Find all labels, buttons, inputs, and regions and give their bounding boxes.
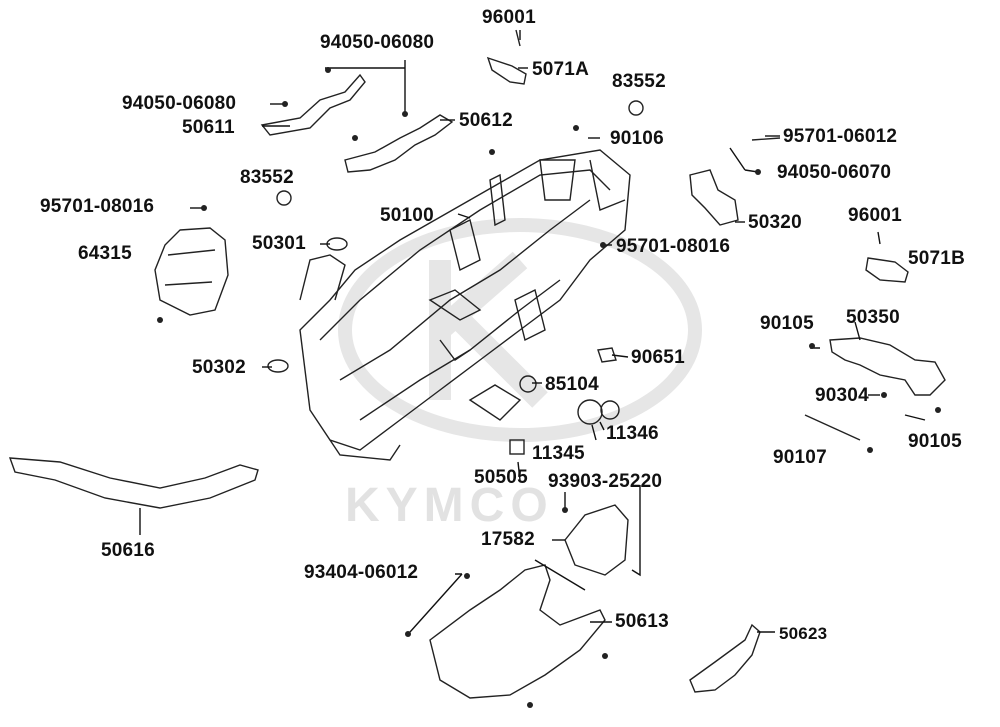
bracket-5071B (865, 257, 909, 283)
label-90105-bottom: 90105 (908, 431, 962, 452)
panel-50623 (689, 623, 761, 693)
label-94050-06080-left: 94050-06080 (122, 93, 237, 114)
ring-11345 (600, 400, 620, 420)
label-17582: 17582 (481, 529, 535, 550)
label-94050-06070: 94050-06070 (777, 162, 892, 183)
grommet-50302 (267, 359, 289, 373)
label-5071A: 5071A (532, 59, 589, 80)
part-85104 (519, 375, 537, 393)
label-50320: 50320 (748, 212, 802, 233)
carrier-64315 (154, 227, 229, 316)
guard-50616 (8, 457, 259, 509)
label-90105-top: 90105 (760, 313, 814, 334)
label-94050-06080-top: 94050-06080 (320, 32, 435, 53)
label-50611: 50611 (182, 117, 235, 138)
bracket-5071A (486, 56, 527, 85)
label-93404-06012: 93404-06012 (304, 562, 419, 583)
label-90106: 90106 (610, 128, 664, 149)
grommet-83552-top (628, 100, 644, 116)
label-50350: 50350 (846, 307, 900, 328)
label-90304: 90304 (815, 385, 869, 406)
label-50302: 50302 (192, 357, 246, 378)
label-11346: 11346 (606, 423, 659, 444)
kymco-watermark: KYMCO (345, 479, 554, 532)
stand-50350 (829, 337, 946, 396)
label-50100: 50100 (380, 205, 434, 226)
label-90107: 90107 (773, 447, 827, 468)
label-50505: 50505 (474, 467, 528, 488)
clip-90651 (597, 347, 617, 363)
label-95701-06012: 95701-06012 (783, 126, 898, 147)
label-83552-top: 83552 (612, 71, 666, 92)
shield-17582 (564, 504, 629, 576)
label-50613: 50613 (615, 611, 669, 632)
label-64315: 64315 (78, 243, 132, 264)
fastener-dots (157, 67, 941, 708)
cover-50613 (429, 564, 606, 699)
label-50301: 50301 (252, 233, 306, 254)
main-frame-50100 (299, 149, 631, 461)
label-85104: 85104 (545, 374, 599, 395)
bolt-96001-top (515, 29, 521, 47)
label-95701-08016-left: 95701-08016 (40, 196, 155, 217)
label-96001-top: 96001 (482, 7, 536, 28)
bracket-50612 (344, 114, 454, 173)
grommet-83552-left (276, 190, 292, 206)
bolt-90107 (804, 414, 861, 441)
label-5071B: 5071B (908, 248, 965, 269)
label-50616: 50616 (101, 540, 155, 561)
label-95701-08016-mid: 95701-08016 (616, 236, 731, 257)
bracket-50611 (260, 73, 366, 136)
label-50623: 50623 (779, 624, 828, 643)
label-11345: 11345 (532, 443, 585, 464)
part-11346 (577, 399, 603, 425)
bolt-95701-06012 (751, 137, 781, 141)
bracket-50320 (689, 169, 739, 226)
label-90651: 90651 (631, 347, 685, 368)
label-83552-left: 83552 (240, 167, 294, 188)
label-96001-right: 96001 (848, 205, 902, 226)
label-50612: 50612 (459, 110, 513, 131)
kymco-logo-watermark (338, 218, 702, 442)
label-93903-25220: 93903-25220 (548, 471, 663, 492)
clip-50505 (509, 439, 525, 455)
